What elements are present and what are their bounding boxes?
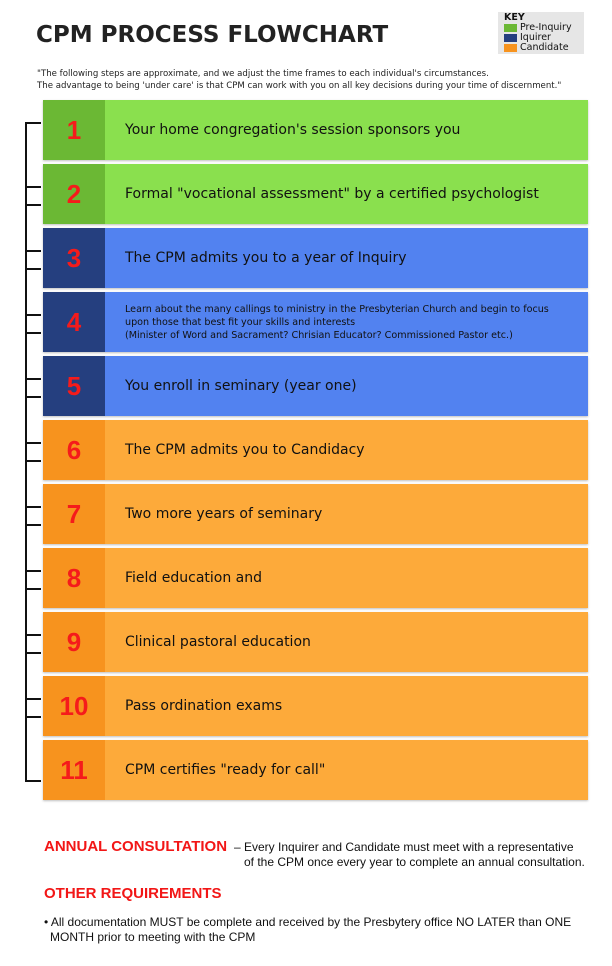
step-text: You enroll in seminary (year one)	[105, 356, 588, 416]
step-number: 5	[43, 356, 105, 416]
step-text: Pass ordination exams	[105, 676, 588, 736]
step-8: 8 Field education and	[43, 548, 588, 608]
connector-bracket	[25, 442, 41, 526]
step-number: 4	[43, 292, 105, 352]
step-6: 6 The CPM admits you to Candidacy	[43, 420, 588, 480]
step-1: 1 Your home congregation's session spons…	[43, 100, 588, 160]
connector-bracket	[25, 122, 41, 206]
step-text: Two more years of seminary	[105, 484, 588, 544]
step-4: 4 Learn about the many callings to minis…	[43, 292, 588, 352]
connector-bracket	[25, 314, 41, 398]
requirement-bullet-cont: MONTH prior to meeting with the CPM	[50, 930, 256, 944]
step-text: Formal "vocational assessment" by a cert…	[105, 164, 588, 224]
step-text: Clinical pastoral education	[105, 612, 588, 672]
connector-bracket	[25, 698, 41, 782]
connector-bracket	[25, 570, 41, 654]
step-number: 9	[43, 612, 105, 672]
step-number: 1	[43, 100, 105, 160]
legend-item-inquirer: Iquirer	[504, 33, 578, 43]
step-5: 5 You enroll in seminary (year one)	[43, 356, 588, 416]
step-number: 8	[43, 548, 105, 608]
intro-quote: "The following steps are approximate, an…	[37, 69, 562, 91]
step-9: 9 Clinical pastoral education	[43, 612, 588, 672]
legend-title: KEY	[504, 12, 525, 23]
step-number: 10	[43, 676, 105, 736]
other-requirements-heading: OTHER REQUIREMENTS	[44, 885, 222, 902]
step-text: Learn about the many callings to ministr…	[105, 292, 588, 352]
legend-item-pre-inquiry: Pre-Inquiry	[504, 23, 578, 33]
annual-consultation-text-1: – Every Inquirer and Candidate must meet…	[234, 840, 574, 854]
step-number: 6	[43, 420, 105, 480]
annual-consultation-heading: ANNUAL CONSULTATION	[44, 838, 228, 855]
step-text: Your home congregation's session sponsor…	[105, 100, 588, 160]
step-number: 7	[43, 484, 105, 544]
step-10: 10 Pass ordination exams	[43, 676, 588, 736]
step-11: 11 CPM certifies "ready for call"	[43, 740, 588, 800]
step-number: 3	[43, 228, 105, 288]
legend-item-candidate: Candidate	[504, 43, 578, 53]
connector-bracket	[25, 250, 41, 334]
legend: KEY Pre-Inquiry Iquirer Candidate	[498, 12, 584, 54]
step-text: Field education and	[105, 548, 588, 608]
annual-consultation-text-2: of the CPM once every year to complete a…	[244, 855, 585, 869]
step-2: 2 Formal "vocational assessment" by a ce…	[43, 164, 588, 224]
step-3: 3 The CPM admits you to a year of Inquir…	[43, 228, 588, 288]
step-number: 2	[43, 164, 105, 224]
connector-bracket	[25, 378, 41, 462]
connector-bracket	[25, 506, 41, 590]
step-text: The CPM admits you to Candidacy	[105, 420, 588, 480]
step-number: 11	[43, 740, 105, 800]
connector-bracket	[25, 186, 41, 270]
connector-bracket	[25, 634, 41, 718]
requirement-bullet: • All documentation MUST be complete and…	[44, 915, 572, 929]
page-title: CPM PROCESS FLOWCHART	[36, 22, 389, 48]
step-7: 7 Two more years of seminary	[43, 484, 588, 544]
step-text: CPM certifies "ready for call"	[105, 740, 588, 800]
step-text: The CPM admits you to a year of Inquiry	[105, 228, 588, 288]
